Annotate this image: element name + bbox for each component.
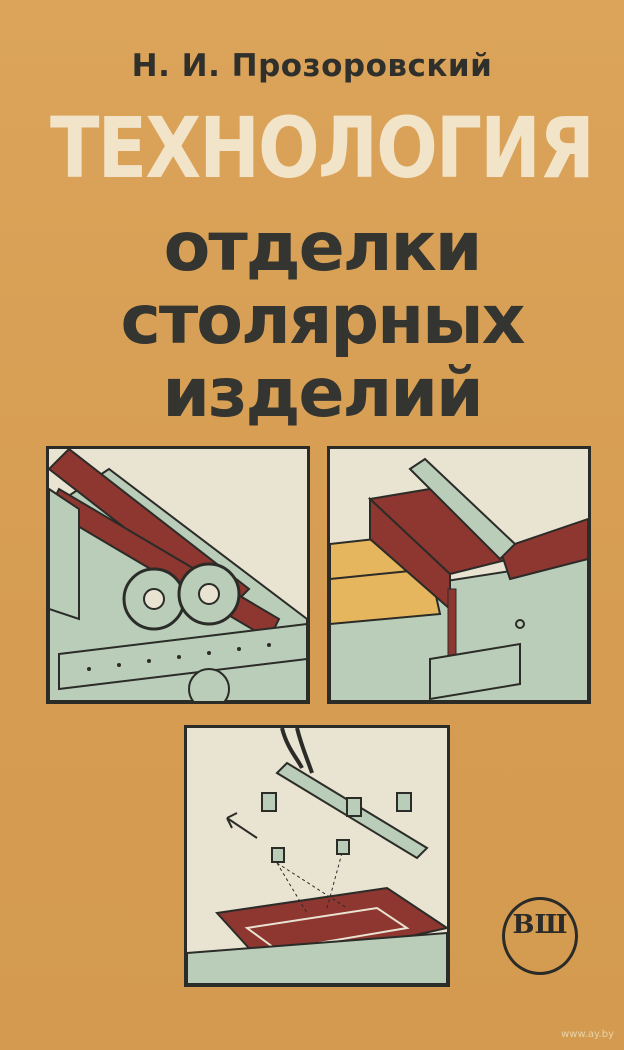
publisher-logo-text: ВШ xyxy=(512,910,568,940)
illustration-spray-machine xyxy=(184,725,450,987)
title-main: ТЕХНОЛОГИЯ xyxy=(50,99,595,197)
author-name: Н. И. Прозоровский xyxy=(131,48,493,84)
illustration-roller-machine xyxy=(46,446,310,704)
subtitle-line-3: изделий xyxy=(162,354,483,433)
illustration-curtain-machine xyxy=(327,446,591,704)
subtitle-line-1: отделки xyxy=(163,208,483,287)
watermark-text: www.ay.by xyxy=(561,1029,614,1040)
subtitle-line-2: столярных xyxy=(120,281,526,360)
publisher-logo: ВШ xyxy=(502,897,578,975)
